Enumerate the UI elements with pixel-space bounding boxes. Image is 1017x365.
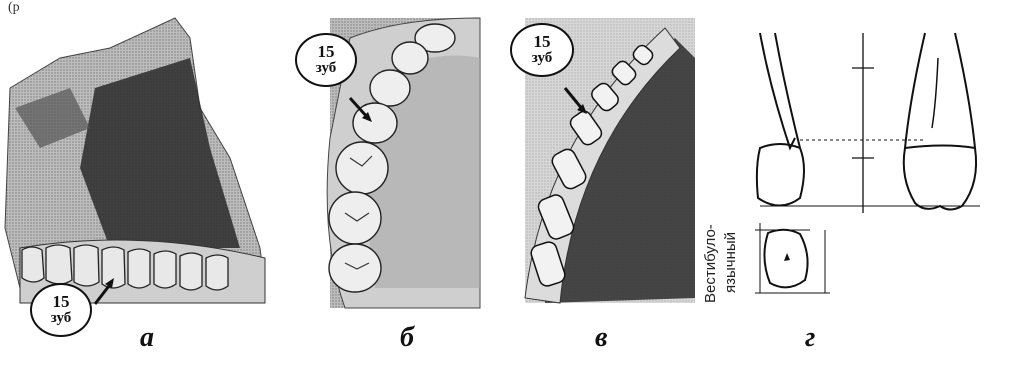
panel-g-label: г <box>805 322 815 354</box>
tooth-word: зуб <box>532 51 553 67</box>
vestibulo-lingual-label-line1: Вестибуло- <box>702 224 719 303</box>
panel-a-skull-lateral: 15 зуб <box>0 18 270 323</box>
tooth-number: 15 <box>534 33 551 51</box>
panel-b-label: б <box>400 322 414 354</box>
panel-v-label: в <box>595 322 608 354</box>
tooth-15-callout: 15 зуб <box>30 283 92 337</box>
panel-b-occlusal-view: 15 зуб <box>290 18 480 323</box>
panel-a-label: а <box>140 322 154 354</box>
tooth-word: зуб <box>316 61 337 77</box>
tooth-number: 15 <box>53 293 70 311</box>
vestibulo-lingual-label-line2: язычный <box>722 232 739 293</box>
tooth-word: зуб <box>51 311 72 327</box>
tooth-15-callout: 15 зуб <box>510 23 574 77</box>
tooth-outline-schematic <box>700 18 1010 318</box>
tooth-number: 15 <box>318 43 335 61</box>
tooth-15-callout: 15 зуб <box>295 33 357 87</box>
panel-v-oblique-view: 15 зуб <box>505 18 695 323</box>
top-text-fragment: (p <box>8 0 20 16</box>
skull-lateral-illustration <box>0 18 270 323</box>
panel-g-tooth-schematic: Вестибуло- язычный <box>700 18 1010 323</box>
